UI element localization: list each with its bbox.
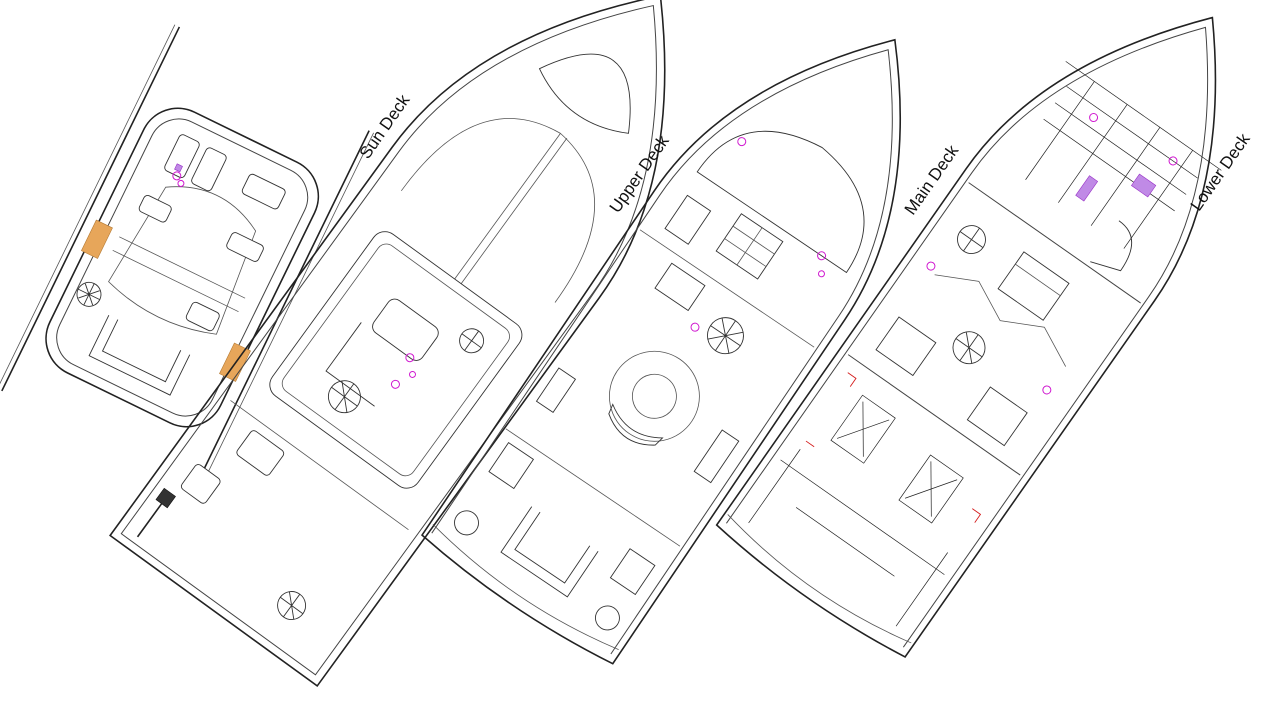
main-deck-bulkhead-2	[505, 428, 681, 547]
lower-deck-crew-bulkhead	[1065, 61, 1222, 171]
lower-deck-spiral-stair-treads	[955, 332, 983, 364]
sun-deck-rail-left	[1, 26, 181, 392]
sun-deck-rail-right	[197, 130, 370, 482]
main-deck-aft-stair-left	[454, 510, 479, 536]
main-deck-forward-cabin	[696, 130, 865, 274]
sun-deck-divider-2	[112, 249, 239, 313]
main-deck-salon-circle	[609, 350, 700, 442]
sun-deck-center-structure	[108, 186, 257, 335]
main-deck-plumbing-2	[817, 251, 827, 261]
sun-deck-chair-2	[138, 194, 172, 223]
lower-deck-crew-fixture-1	[1130, 173, 1157, 198]
sun-deck-stair-treads	[78, 283, 100, 306]
main-deck-salon-table	[632, 373, 677, 419]
lower-deck-crew-mess	[1090, 220, 1133, 272]
upper-deck-stair-treads	[461, 330, 482, 351]
main-deck-plumbing-1	[737, 137, 747, 147]
sun-deck-rail-right-inner	[202, 132, 374, 484]
main-deck-hull-inner	[431, 49, 893, 655]
lower-deck-master-bed-detail	[1015, 263, 1061, 297]
main-deck-label: Main Deck	[901, 141, 963, 218]
main-deck-salon-sofa	[608, 403, 664, 446]
main-deck-stair-treads	[707, 317, 744, 354]
lower-deck-doors-zigzag	[934, 274, 1067, 367]
upper-deck-helm	[372, 298, 439, 361]
lower-deck-crew-cabins	[1025, 81, 1198, 249]
main-deck-aft-seating	[500, 506, 599, 598]
sun-deck-plan	[0, 24, 374, 484]
upper-deck-bow-point	[538, 53, 631, 134]
lower-deck-engine-red-lines	[805, 372, 982, 523]
main-deck-pantry	[654, 262, 706, 312]
upper-deck-plumbing-2	[390, 379, 400, 389]
lower-deck-engine-port	[830, 394, 896, 464]
lower-deck-guest-bed-2	[966, 386, 1028, 447]
sun-deck-chair-1	[226, 232, 264, 262]
upper-deck-plumbing-3	[409, 370, 417, 378]
main-deck-plumbing-3	[817, 270, 825, 278]
lower-deck-hull	[715, 16, 1217, 658]
lower-deck-stair-forward-treads	[959, 227, 984, 252]
sun-deck-lounger-3	[241, 173, 286, 210]
lower-deck-crew-fixture-2	[1075, 175, 1099, 202]
sun-deck-teak-step-left	[80, 219, 113, 259]
upper-deck-crane-arm	[136, 503, 163, 538]
upper-deck-plan	[108, 0, 666, 688]
upper-deck-label: Upper Deck	[606, 131, 673, 216]
upper-deck-aft-seat	[236, 430, 285, 476]
main-deck-salon-side	[535, 367, 577, 414]
upper-deck-hull	[108, 0, 666, 688]
main-deck-aft-box-2	[609, 548, 656, 596]
sun-deck-label: Sun Deck	[356, 91, 414, 163]
lower-deck-bulkhead-2	[847, 354, 1021, 476]
upper-deck-galley-counter	[325, 322, 375, 407]
main-deck-plan	[421, 38, 902, 665]
upper-deck-crane-base	[155, 487, 176, 509]
lower-deck-plumbing-2	[1168, 156, 1178, 166]
main-deck-plumbing-4	[690, 322, 700, 332]
main-deck-salon-bar	[693, 429, 740, 484]
lower-deck-guest-bed-1	[875, 316, 937, 377]
lower-deck-bulkhead-1	[968, 182, 1141, 304]
upper-deck-superstructure	[269, 231, 523, 489]
lower-deck-hull-inner	[726, 26, 1209, 648]
main-deck-aft-box-1	[488, 442, 535, 490]
main-deck-transom	[432, 524, 619, 650]
lower-deck-plumbing-3	[926, 261, 936, 271]
main-deck-forward-bath	[664, 194, 712, 245]
lower-deck-engine-starboard	[898, 454, 964, 524]
sun-deck-rail-left-inner	[0, 24, 176, 389]
lower-deck-engine-detail	[836, 401, 958, 517]
lower-deck-plumbing-1	[1089, 113, 1099, 123]
upper-deck-hull-inner	[120, 4, 657, 676]
sun-deck-plumbing-2	[177, 179, 185, 187]
main-deck-hull	[421, 38, 902, 665]
lower-deck-plan	[715, 16, 1222, 658]
lower-deck-plumbing-4	[1042, 385, 1052, 395]
lower-deck-label: Lower Deck	[1187, 129, 1254, 214]
upper-deck-aft-divider	[230, 400, 409, 531]
main-deck-aft-stair-right	[594, 605, 620, 631]
upper-deck-plumbing-1	[405, 353, 415, 363]
lower-deck-lazarette	[748, 449, 948, 627]
upper-deck-aft-stair-treads	[280, 591, 304, 620]
sun-deck-plumbing-1	[172, 171, 182, 181]
sun-deck-fixture	[174, 163, 183, 173]
lower-deck-master-bed	[997, 251, 1070, 321]
upper-deck-stair-2-treads	[331, 381, 358, 413]
upper-deck-aft-table	[180, 464, 221, 504]
sun-deck-aft-seating	[88, 314, 191, 396]
sun-deck-chair-3	[185, 301, 220, 332]
upper-deck-centre-line	[454, 133, 561, 280]
main-deck-forward-bed-detail	[724, 225, 775, 267]
sun-deck-lounger-2	[191, 147, 227, 192]
lower-deck-transom	[727, 514, 912, 644]
sun-deck-divider	[119, 236, 246, 299]
main-deck-bulkhead-1	[639, 229, 815, 348]
upper-deck-centre-line-2	[460, 137, 568, 284]
upper-deck-superstructure-inner	[281, 243, 510, 477]
